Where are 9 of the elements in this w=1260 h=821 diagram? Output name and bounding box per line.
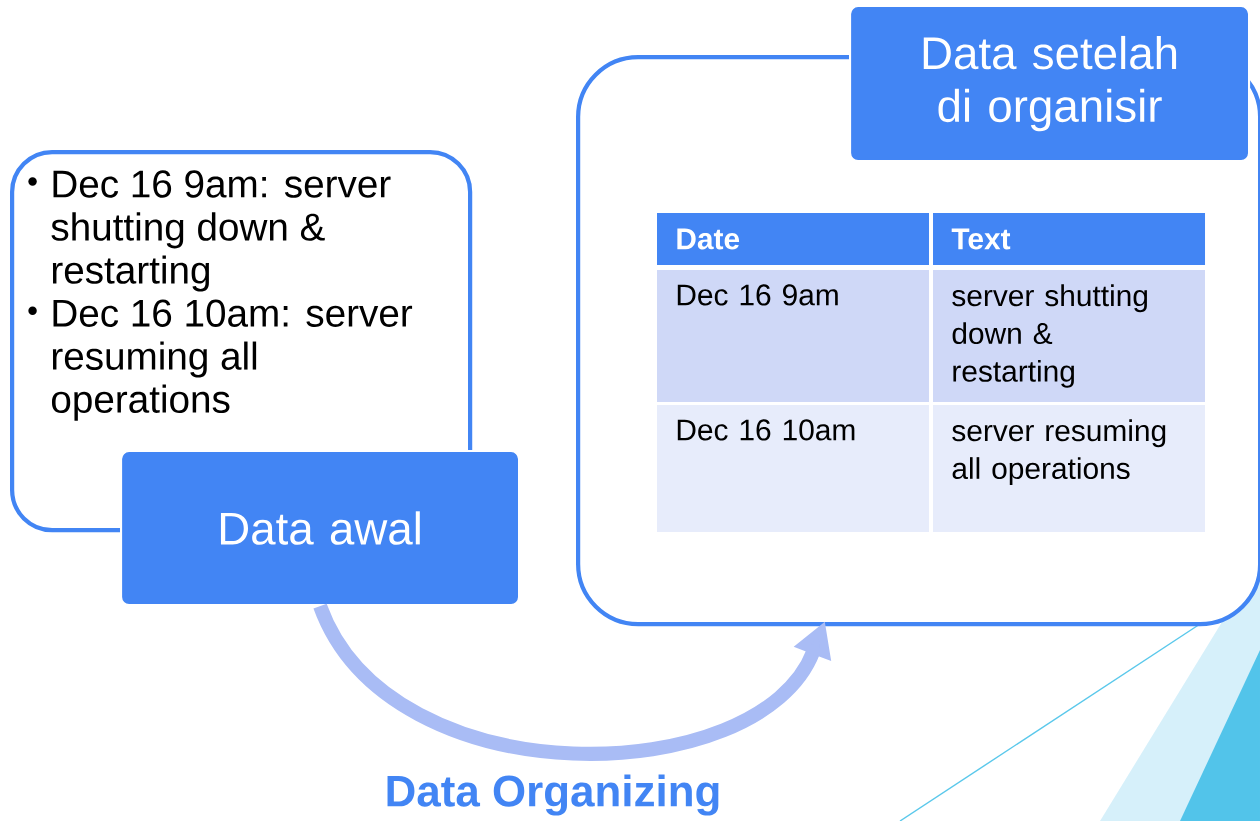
table-header-cell: Date: [657, 213, 929, 265]
title-box: Data setelah di organisir: [849, 5, 1251, 163]
title-box: Data awal: [120, 450, 521, 607]
table-header-cell: Text: [933, 213, 1205, 265]
table-cell: server resuming all operations: [933, 405, 1205, 532]
table-cell: server shutting down & restarting: [933, 270, 1205, 402]
table-cell: Dec 16 9am: [657, 270, 929, 402]
table-cell: Dec 16 10am: [657, 405, 929, 532]
caption-text: Data Organizing: [387, 774, 719, 816]
